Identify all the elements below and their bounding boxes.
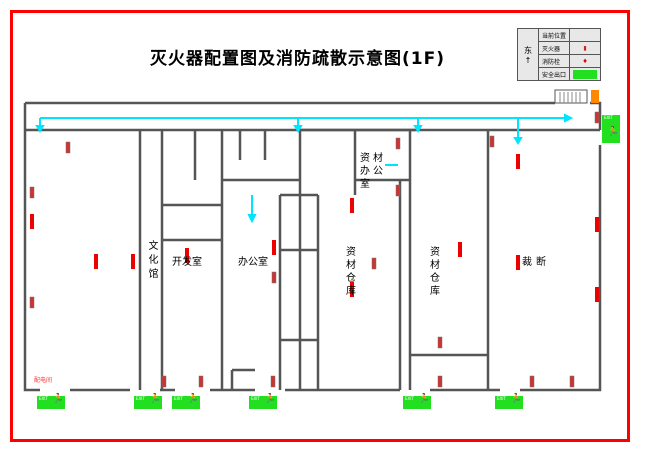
hydrant-icon [595,287,599,302]
extinguisher-icon [161,375,167,388]
hydrant-icon [516,154,520,169]
hydrant-icon [185,248,189,263]
hydrant-icon [458,242,462,257]
exit-sign: EXIT🏃 [37,394,65,409]
extinguisher-icon [395,184,401,197]
extinguisher-icon [437,375,443,388]
hydrant-icon [350,282,354,297]
hydrant-icon [94,254,98,269]
stairs [554,89,588,104]
page-title: 灭火器配置图及消防疏散示意图(1F) [150,49,445,69]
extinguisher-icon [569,375,575,388]
room-power: 配电间 [34,377,53,384]
room-office: 办公室 [238,257,268,268]
running-man-icon: 🏃 [510,394,522,404]
running-man-icon: 🏃 [418,394,430,404]
exit-sign: EXIT🏃 [172,394,200,409]
extinguisher-icon [198,375,204,388]
hydrant-icon [350,198,354,213]
exit-sign: EXIT🏃 [495,394,523,409]
running-man-icon: 🏃 [607,127,619,137]
running-man-icon: 🏃 [187,394,199,404]
legend: 东↑ 当前位置 灭火器▮ 消防栓♦ 安全出口 [517,28,602,81]
extinguisher-icon [489,135,495,148]
exit-sign-icon [569,67,602,81]
hydrant-icon [272,240,276,255]
current-location-marker [591,90,599,103]
hydrant-icon [516,255,520,270]
extinguisher-icon [29,186,35,199]
stair-steps [559,92,581,103]
evacuation-routes [35,113,574,224]
hydrant-icon [595,217,599,232]
north-arrow-icon: ↑ [524,55,532,65]
hydrant-icon [30,214,34,229]
extinguisher-icon [271,271,277,284]
extinguishers [29,111,600,388]
hydrants [30,154,599,302]
room-cutting: 裁断 [522,257,550,268]
exit-sign: EXIT🏃 [134,394,162,409]
room-warehouse-2: 资材仓库 [430,247,443,297]
extinguisher-icon [29,296,35,309]
exit-sign: EXIT🏃 [602,115,620,143]
extinguisher-icon [437,336,443,349]
extinguisher-icon [65,141,71,154]
running-man-icon: 🏃 [52,394,64,404]
extinguisher-icon [594,111,600,124]
extinguisher-icon [371,257,377,270]
extinguisher-icon [529,375,535,388]
room-dev: 开发室 [172,257,202,268]
walls [23,101,602,392]
hydrant-icon [131,254,135,269]
exit-sign: EXIT🏃 [403,394,431,409]
room-culture: 文化馆 [146,240,157,282]
running-man-icon: 🏃 [149,394,161,404]
extinguisher-icon [270,375,276,388]
extinguisher-icon [395,137,401,150]
room-material-office: 资材办公室 [360,153,386,190]
room-warehouse-1: 资材仓库 [346,247,359,297]
exit-sign: EXIT🏃 [249,394,277,409]
running-man-icon: 🏃 [264,394,276,404]
red-border [10,10,630,442]
